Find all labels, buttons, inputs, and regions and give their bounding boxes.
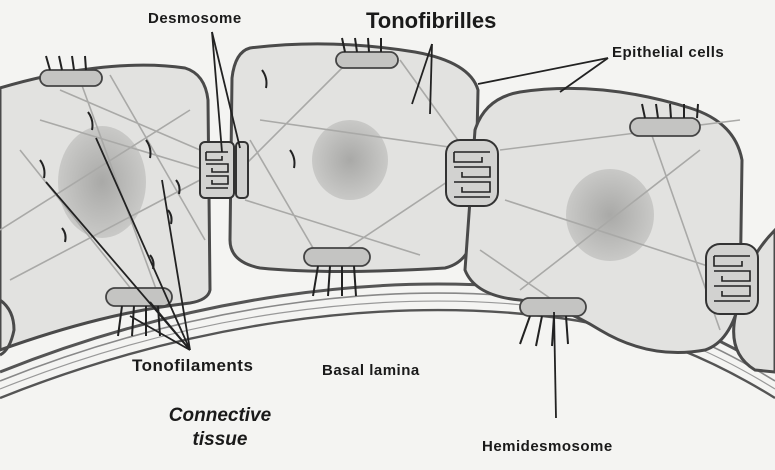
epithelial-cell-2	[228, 42, 480, 273]
hemidesmosome-3	[519, 297, 587, 347]
epithelial-cells-label: Epithelial cells	[612, 44, 725, 61]
nucleus-2	[312, 120, 388, 200]
nucleus-3	[566, 169, 654, 261]
connective-tissue-label: Connective tissue	[140, 404, 300, 452]
hemidesmosome-2	[303, 247, 371, 297]
hemidesmosome-1	[105, 287, 173, 337]
tonofilament-strokes-2	[261, 69, 296, 169]
tonofibril-bundle-2	[239, 59, 471, 261]
epithelial-cell-1	[0, 63, 212, 352]
tonofibrilles-label: Tonofibrilles	[366, 8, 497, 33]
desmosome-2	[445, 139, 499, 207]
desmosome-1	[199, 141, 249, 199]
tonofibril-bundle-1	[0, 74, 206, 301]
connective-tissue-line2: tissue	[192, 429, 248, 450]
nucleus-1	[58, 126, 146, 238]
basal-lamina-label: Basal lamina	[322, 362, 420, 379]
tonofilament-strokes-1	[39, 111, 181, 270]
apical-plaque-2	[335, 37, 399, 69]
apical-plaque-1	[39, 55, 103, 87]
tonofilaments-label: Tonofilaments	[132, 356, 254, 375]
connective-tissue-line1: Connective	[168, 405, 272, 426]
epithelial-cell-3	[463, 86, 744, 354]
leader-lines	[45, 31, 609, 419]
apical-plaque-3	[629, 103, 701, 137]
desmosome-3	[705, 243, 759, 315]
hemidesmosome-label: Hemidesmosome	[482, 438, 613, 455]
desmosome-label: Desmosome	[148, 10, 242, 27]
